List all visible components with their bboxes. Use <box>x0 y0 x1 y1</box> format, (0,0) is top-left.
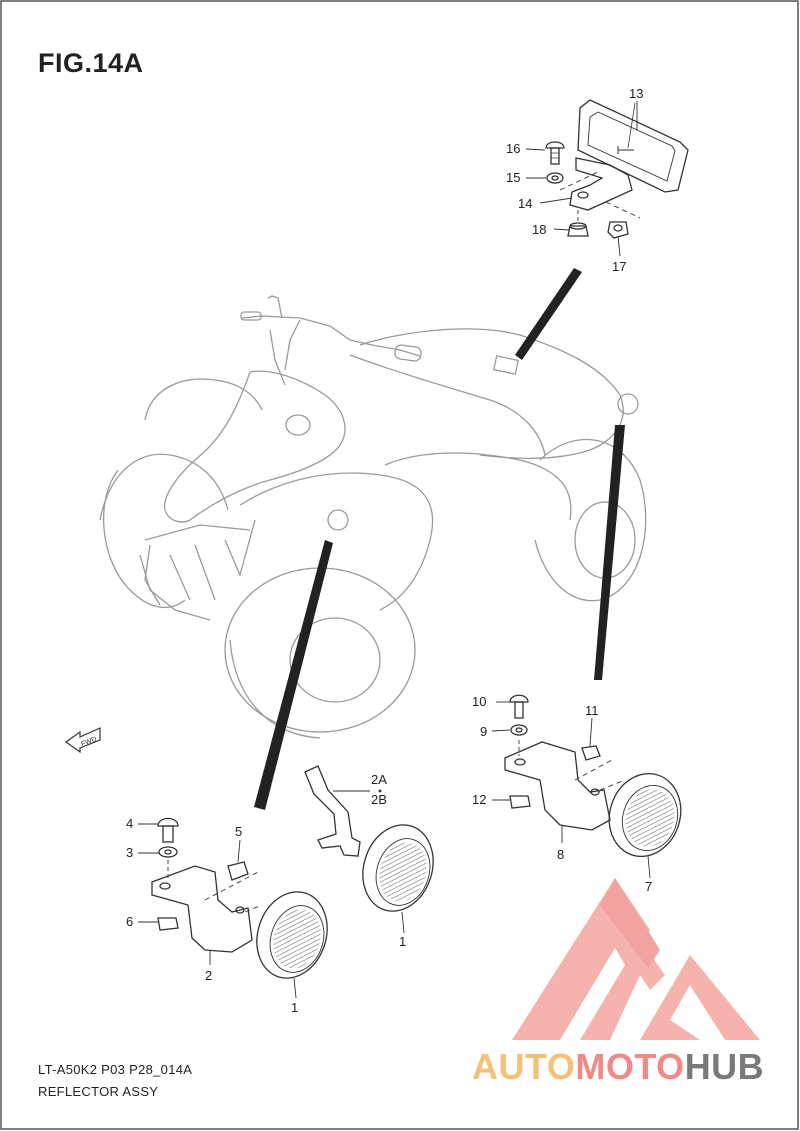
washer-3 <box>158 846 178 858</box>
callout-2b: 2B <box>371 792 387 807</box>
watermark-auto: AUTO <box>472 1046 576 1087</box>
callout-10: 10 <box>472 694 486 709</box>
callout-15: 15 <box>506 170 520 185</box>
round-reflector-7 <box>608 772 682 858</box>
atv-outline <box>99 295 647 739</box>
nut-11 <box>581 745 601 761</box>
callout-2a: 2A <box>371 772 387 787</box>
callout-17: 17 <box>612 259 626 274</box>
round-reflector-1-middle <box>362 824 434 912</box>
washer-9 <box>510 724 528 736</box>
bracket-2 <box>151 865 253 953</box>
watermark-text: AUTOMOTOHUB <box>472 1046 764 1088</box>
callout-4: 4 <box>126 816 133 831</box>
callout-3: 3 <box>126 845 133 860</box>
left-reflector-assembly <box>151 817 328 979</box>
leader-lines <box>138 101 651 999</box>
callout-8: 8 <box>557 847 564 862</box>
callout-14: 14 <box>518 196 532 211</box>
callout-9: 9 <box>480 724 487 739</box>
nut-17 <box>607 221 629 239</box>
bolt-4 <box>157 817 179 827</box>
bracket-8 <box>504 741 611 831</box>
callout-2: 2 <box>205 968 212 983</box>
callout-7: 7 <box>645 879 652 894</box>
rear-reflector-assembly <box>545 99 689 239</box>
watermark-logo-icon <box>512 878 760 1040</box>
callout-16: 16 <box>506 141 520 156</box>
bracket-2a-2b <box>304 765 361 857</box>
diagram-caption: REFLECTOR ASSY <box>38 1084 159 1099</box>
pointer-wedges <box>254 268 625 810</box>
washer-15 <box>546 172 564 184</box>
bracket-14 <box>569 157 633 211</box>
right-reflector-assembly <box>504 694 682 858</box>
bolt-16 <box>545 141 565 149</box>
reflector-plate-13 <box>577 99 689 193</box>
callout-dot <box>378 789 382 793</box>
nut-6 <box>157 917 179 931</box>
callout-11: 11 <box>585 703 599 718</box>
callout-1-middle: 1 <box>399 934 406 949</box>
nut-18 <box>567 225 589 237</box>
diagram-code: LT-A50K2 P03 P28_014A <box>38 1062 193 1077</box>
callout-labels: 13 16 15 14 18 17 10 9 11 12 8 7 2A 2B 4… <box>126 86 652 1015</box>
figure-title: FIG.14A <box>38 48 144 78</box>
round-reflector-1-left <box>256 891 328 979</box>
fwd-arrow-icon: FWD <box>64 727 101 754</box>
callout-18: 18 <box>532 222 546 237</box>
middle-bracket-assembly <box>304 765 434 912</box>
callout-1-left: 1 <box>291 1000 298 1015</box>
watermark-moto: MOTO <box>575 1046 685 1087</box>
callout-12: 12 <box>472 792 486 807</box>
nut-12 <box>509 795 531 809</box>
nut-5 <box>227 861 249 881</box>
watermark-hub: HUB <box>684 1046 765 1087</box>
callout-6: 6 <box>126 914 133 929</box>
bolt-10 <box>509 694 529 703</box>
callout-13: 13 <box>629 86 643 101</box>
callout-5: 5 <box>235 824 242 839</box>
